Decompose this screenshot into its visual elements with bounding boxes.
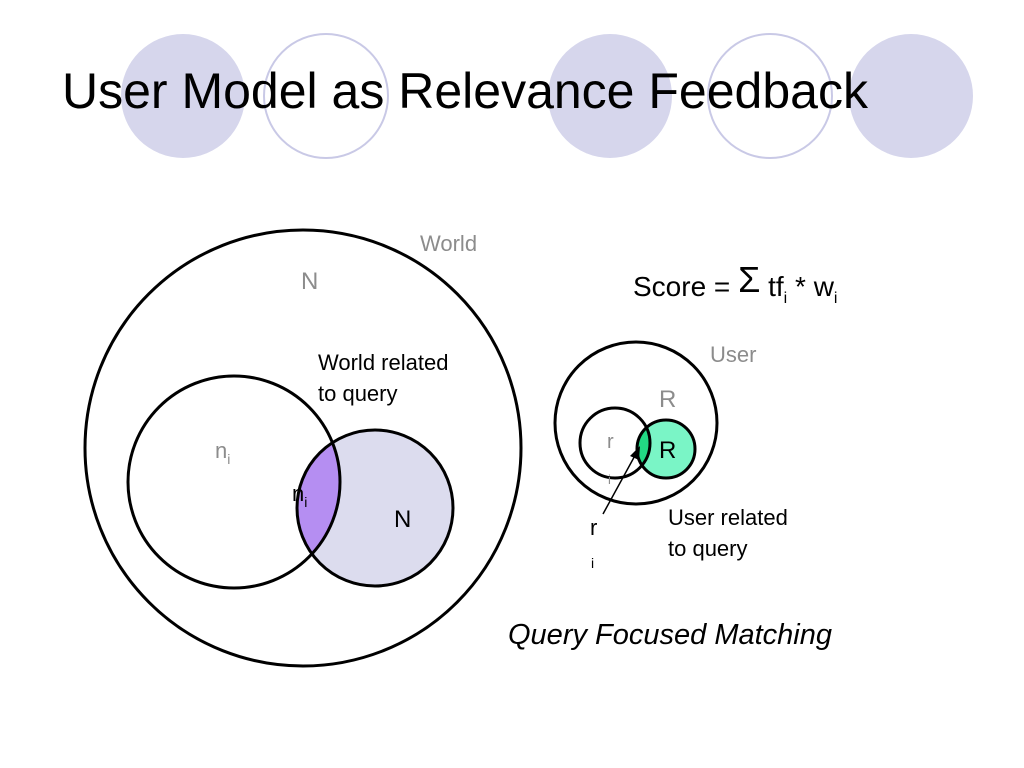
decor-circle-1 [121,34,245,158]
decor-circle-3 [548,34,672,158]
world-term-circle-label-subscript: i [227,451,230,467]
user-label: User [710,342,756,367]
world-query-region-line-1: World related [318,350,448,375]
user-query-region-label: User related to query [668,505,794,561]
world-overlap-label-n: n [292,481,304,506]
title-decoration [121,33,973,159]
world-query-circle-outline [295,428,455,588]
score-tf-subscript: i [784,290,788,307]
decor-circle-4 [707,33,833,159]
world-diagram: World N World related to query ni ni N [83,228,523,668]
user-term-circle-subscript: i [608,472,611,487]
world-query-circle-label: N [394,506,411,533]
user-query-region-line-1: User related [668,505,788,530]
world-term-circle-label-n: n [215,438,227,463]
user-relevant-circle-label: R [659,437,676,464]
sigma-symbol: Σ [738,259,760,300]
user-pointer-subscript: i [591,555,594,571]
user-outer-label: R [659,386,676,413]
decor-circle-5 [849,34,973,158]
world-overlap-label-subscript: i [304,494,307,510]
user-pointer-arrow [602,449,639,515]
world-total-label: N [301,268,318,295]
world-term-circle-label: ni [215,438,230,467]
user-diagram: User R R r i r i User related to query [553,340,794,571]
user-circle [553,340,719,506]
world-term-circle-outline [126,374,342,590]
user-relevant-circle [637,420,695,478]
score-prefix: Score = [633,271,738,302]
user-term-circle-outline [578,406,652,480]
world-query-region-line-2: to query [318,381,398,406]
score-times-w: * w [787,271,834,302]
user-pointer-arrowhead [630,446,640,460]
world-circle [83,228,523,668]
score-tf: tf [760,271,784,302]
world-overlap-label: ni [292,481,307,510]
slide-caption: Query Focused Matching [508,619,832,651]
world-query-region-label: World related to query [318,350,455,406]
slide-title: User Model as Relevance Feedback [62,63,868,119]
user-pointer-label: r [590,515,597,540]
world-label: World [420,231,477,256]
user-term-circle-label: r [607,431,614,453]
score-formula: Score = Σ tfi * wi [633,259,837,307]
decor-circle-2 [263,33,389,159]
score-w-subscript: i [834,290,838,307]
user-query-region-line-2: to query [668,536,748,561]
